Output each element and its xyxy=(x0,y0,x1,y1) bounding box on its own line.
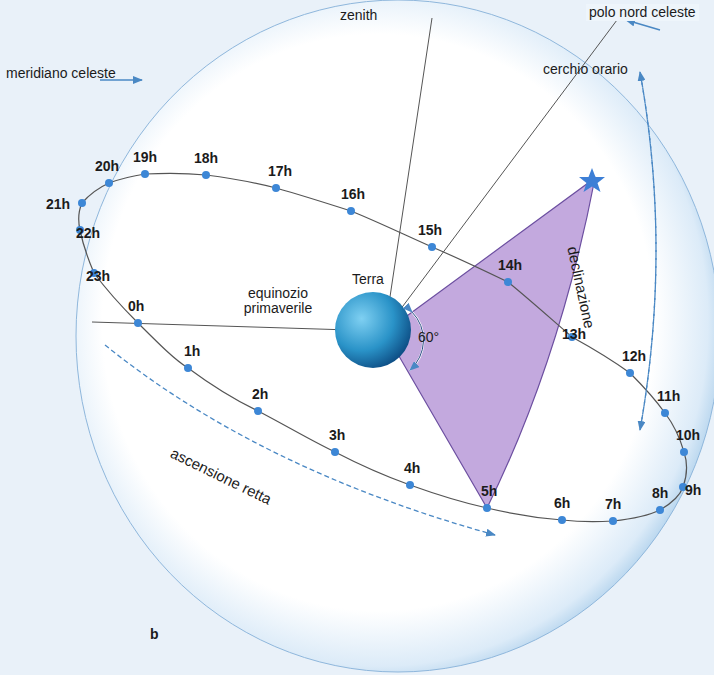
hour-dot xyxy=(105,179,113,187)
hour-label: 3h xyxy=(329,428,345,443)
hour-label: 1h xyxy=(184,344,200,359)
hour-label: 19h xyxy=(133,150,157,165)
hour-label: 16h xyxy=(341,187,365,202)
hour-label: 7h xyxy=(605,497,621,512)
hour-dot xyxy=(141,170,149,178)
pole-label: polo nord celeste xyxy=(586,4,699,21)
hour-dot xyxy=(272,184,280,192)
hour-label: 13h xyxy=(562,327,586,342)
hour-dot xyxy=(661,409,669,417)
hour-label: 11h xyxy=(657,389,680,404)
hour-dot xyxy=(680,448,688,456)
hour-dot xyxy=(504,278,512,286)
hour-label: 9h xyxy=(685,483,701,498)
hour-circle-label: cerchio orario xyxy=(538,62,633,77)
hour-dot xyxy=(78,199,86,207)
hour-label: 0h xyxy=(128,299,144,314)
hour-label: 8h xyxy=(652,486,668,501)
angle-label: 60° xyxy=(418,330,439,345)
meridian-label: meridiano celeste xyxy=(6,66,116,81)
zenith-label: zenith xyxy=(340,8,377,23)
hour-dot xyxy=(406,481,414,489)
hour-dot xyxy=(254,407,262,415)
hour-dot xyxy=(331,448,339,456)
hour-dot xyxy=(609,517,617,525)
hour-dot xyxy=(347,207,355,215)
earth-label: Terra xyxy=(352,272,384,287)
hour-dot xyxy=(626,369,634,377)
hour-label: 5h xyxy=(481,484,497,499)
hour-label: 21h xyxy=(46,197,70,212)
hour-label: 10h xyxy=(676,428,700,443)
equinox-label: equinozio primaverile xyxy=(232,286,324,317)
hour-dot xyxy=(202,171,210,179)
hour-label: 6h xyxy=(554,496,570,511)
hour-dot xyxy=(656,506,664,514)
hour-label: 4h xyxy=(404,461,420,476)
panel-letter: b xyxy=(150,627,159,642)
hour-label: 17h xyxy=(268,164,292,179)
hour-label: 14h xyxy=(498,258,522,273)
hour-label: 22h xyxy=(76,226,100,241)
hour-dot xyxy=(558,516,566,524)
hour-dot xyxy=(428,243,436,251)
hour-label: 23h xyxy=(86,269,110,284)
hour-label: 15h xyxy=(418,223,442,238)
hour-label: 2h xyxy=(252,387,268,402)
hour-label: 20h xyxy=(95,159,119,174)
hour-label: 12h xyxy=(622,349,646,364)
hour-dot xyxy=(184,364,192,372)
hour-dot xyxy=(483,504,491,512)
hour-dot xyxy=(134,319,142,327)
hour-label: 18h xyxy=(194,151,218,166)
